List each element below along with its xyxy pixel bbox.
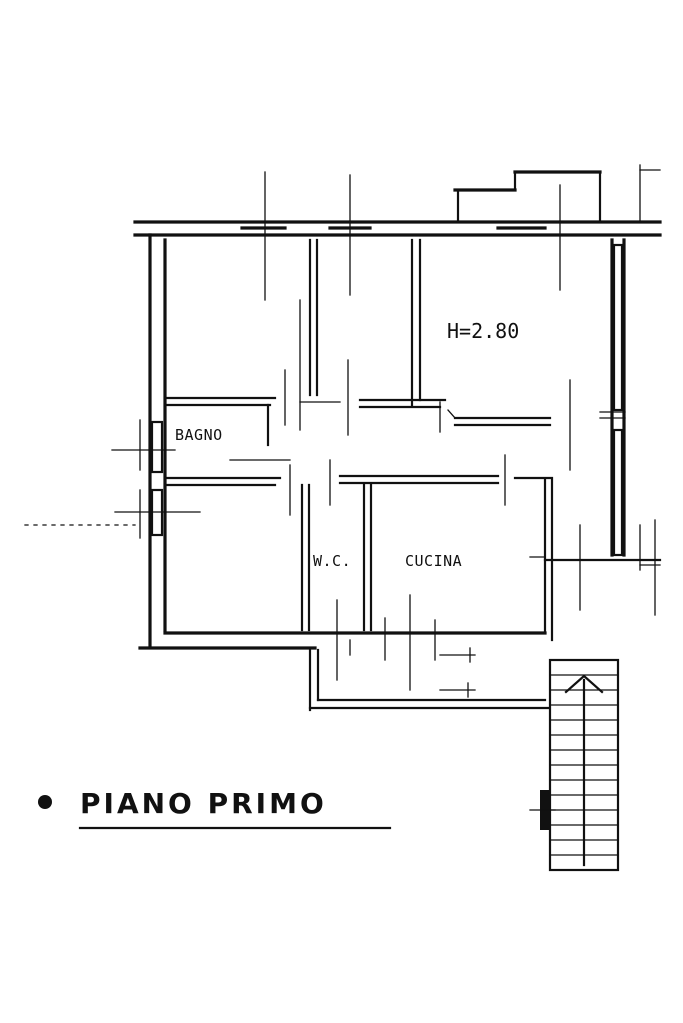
room-label-cucina: CUCINA: [405, 552, 462, 570]
dimension-ticks: [24, 171, 661, 698]
interior-walls: [163, 238, 554, 632]
staircase: [529, 658, 620, 872]
title-bullet: [38, 795, 52, 809]
outer-walls: [133, 220, 662, 712]
room-label-wc: W.C.: [313, 552, 351, 570]
balcony-detail: [453, 164, 661, 224]
plan-title: PIANO PRIMO: [80, 787, 327, 820]
ceiling-height-label: H=2.80: [447, 319, 519, 343]
room-label-bagno: BAGNO: [175, 426, 223, 444]
